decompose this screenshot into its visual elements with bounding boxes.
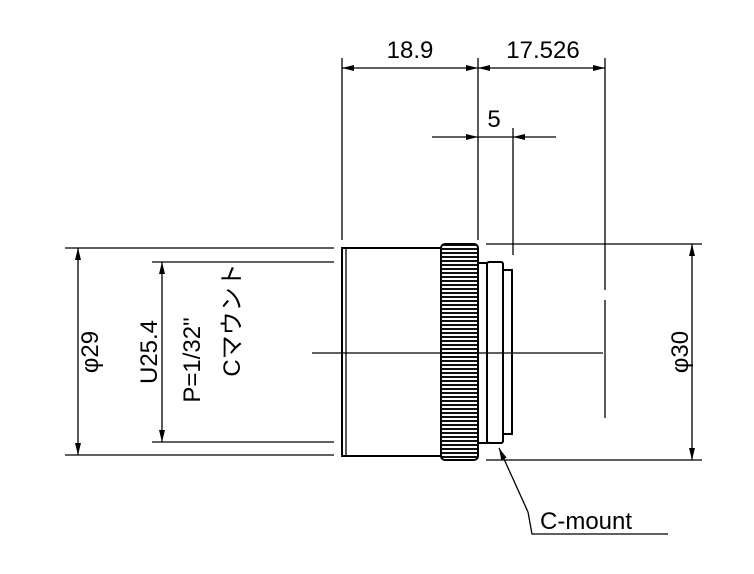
lens-body: [312, 243, 603, 461]
mount-thread: [502, 269, 513, 435]
dim-body-diameter: φ29: [77, 331, 104, 373]
dim-thread-spec: U25.4: [136, 320, 163, 384]
dim-flange-back: 17.526: [506, 37, 579, 64]
mount-type-jp: Cマウント: [219, 263, 246, 376]
dim-thread-pitch: P=1/32": [179, 317, 206, 402]
c-mount-label: C-mount: [540, 508, 632, 535]
dim-front-length: 18.9: [387, 37, 434, 64]
extension-lines: [65, 58, 702, 461]
dim-mount-diameter: φ30: [667, 331, 694, 373]
dim-mount-depth: 5: [487, 106, 500, 133]
dimension-lines: [75, 65, 695, 460]
c-mount-leader: [498, 447, 668, 535]
focus-ring-knurl: [440, 243, 479, 461]
